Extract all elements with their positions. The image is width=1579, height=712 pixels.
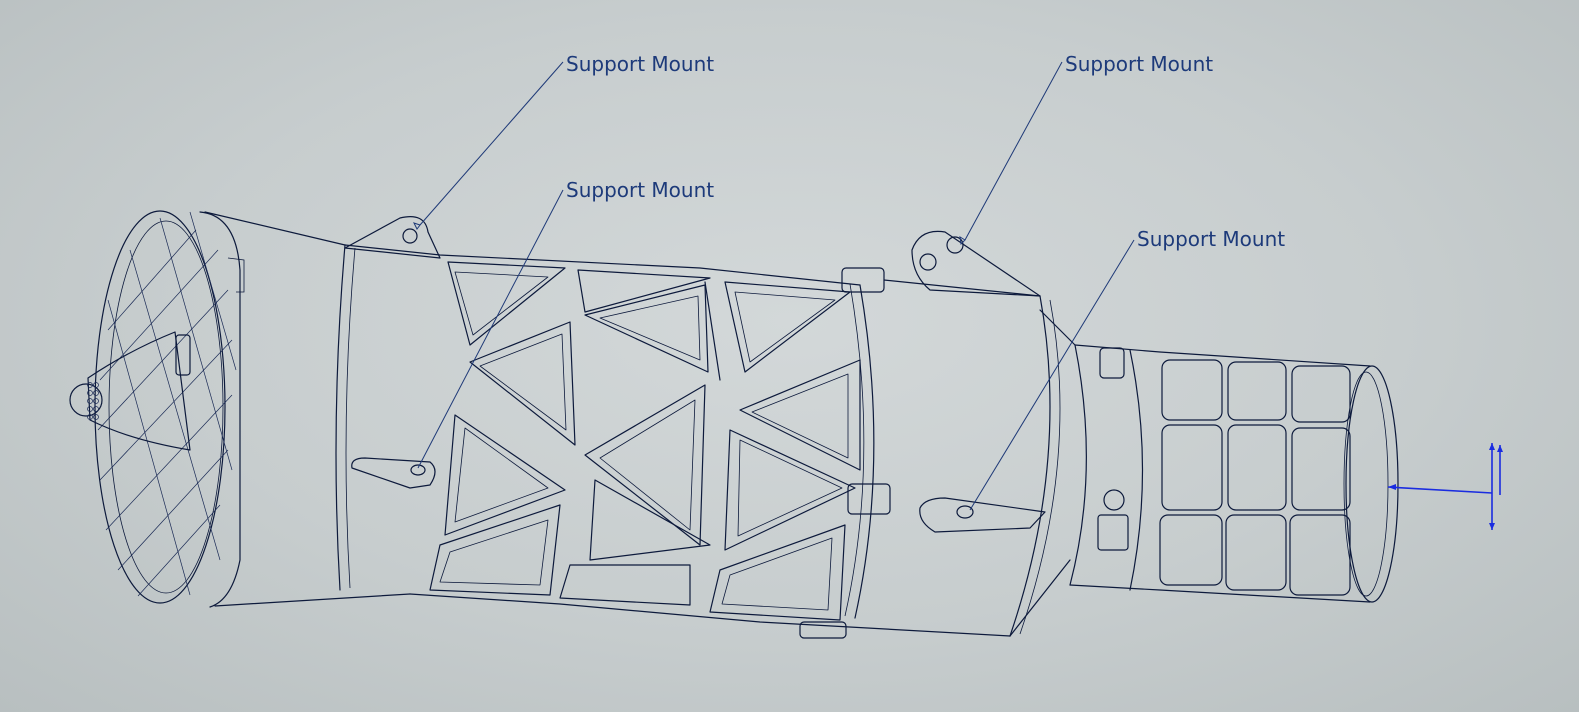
- main-body[interactable]: [344, 244, 1011, 639]
- support-mount-mid-left[interactable]: [351, 457, 436, 489]
- aft-cage-grid: [1159, 359, 1351, 596]
- rear-body[interactable]: [883, 279, 1076, 637]
- rear-body-ring: [1009, 295, 1051, 637]
- front-fan-assembly[interactable]: [69, 210, 245, 608]
- callout-label-mid-left: Support Mount: [566, 178, 714, 202]
- fan-guard-grid: [97, 211, 237, 597]
- aft-top-edge: [1074, 344, 1371, 367]
- support-mount-top-left[interactable]: [344, 216, 441, 259]
- spinner-vents: [87, 382, 99, 420]
- aft-latch-top: [1099, 347, 1125, 379]
- intake-rim-inner: [108, 220, 224, 594]
- nacelle-seam: [335, 244, 346, 591]
- exhaust-ring: [1345, 365, 1399, 603]
- support-mount-top-right[interactable]: [911, 230, 1041, 297]
- lattice-structure: [429, 261, 861, 621]
- main-body-top-edge: [344, 244, 861, 286]
- callout-leaders: [413, 61, 1135, 511]
- intake-rim-depth: [199, 211, 241, 608]
- spinner-nose: [69, 383, 103, 417]
- aft-latch-bottom: [1097, 514, 1129, 551]
- aft-engine[interactable]: [1069, 344, 1399, 603]
- callout-label-top-left: Support Mount: [566, 52, 714, 76]
- axis-triad-icon[interactable]: [1387, 443, 1503, 530]
- main-body-bottom-edge: [409, 593, 1011, 637]
- intake-rim-outer: [94, 210, 226, 604]
- callout-label-mid-right: Support Mount: [1137, 227, 1285, 251]
- spinner-cone: [87, 331, 191, 451]
- support-mount-mid-right[interactable]: [919, 497, 1046, 533]
- fan-clip: [175, 334, 191, 376]
- aft-pivot: [1103, 489, 1125, 511]
- ring-bolt-bosses: [799, 267, 891, 639]
- front-nacelle[interactable]: [204, 211, 411, 607]
- aft-bottom-edge: [1069, 584, 1371, 603]
- intake-tab: [227, 257, 245, 293]
- callout-label-top-right: Support Mount: [1065, 52, 1213, 76]
- main-body-rear-ring: [854, 284, 875, 619]
